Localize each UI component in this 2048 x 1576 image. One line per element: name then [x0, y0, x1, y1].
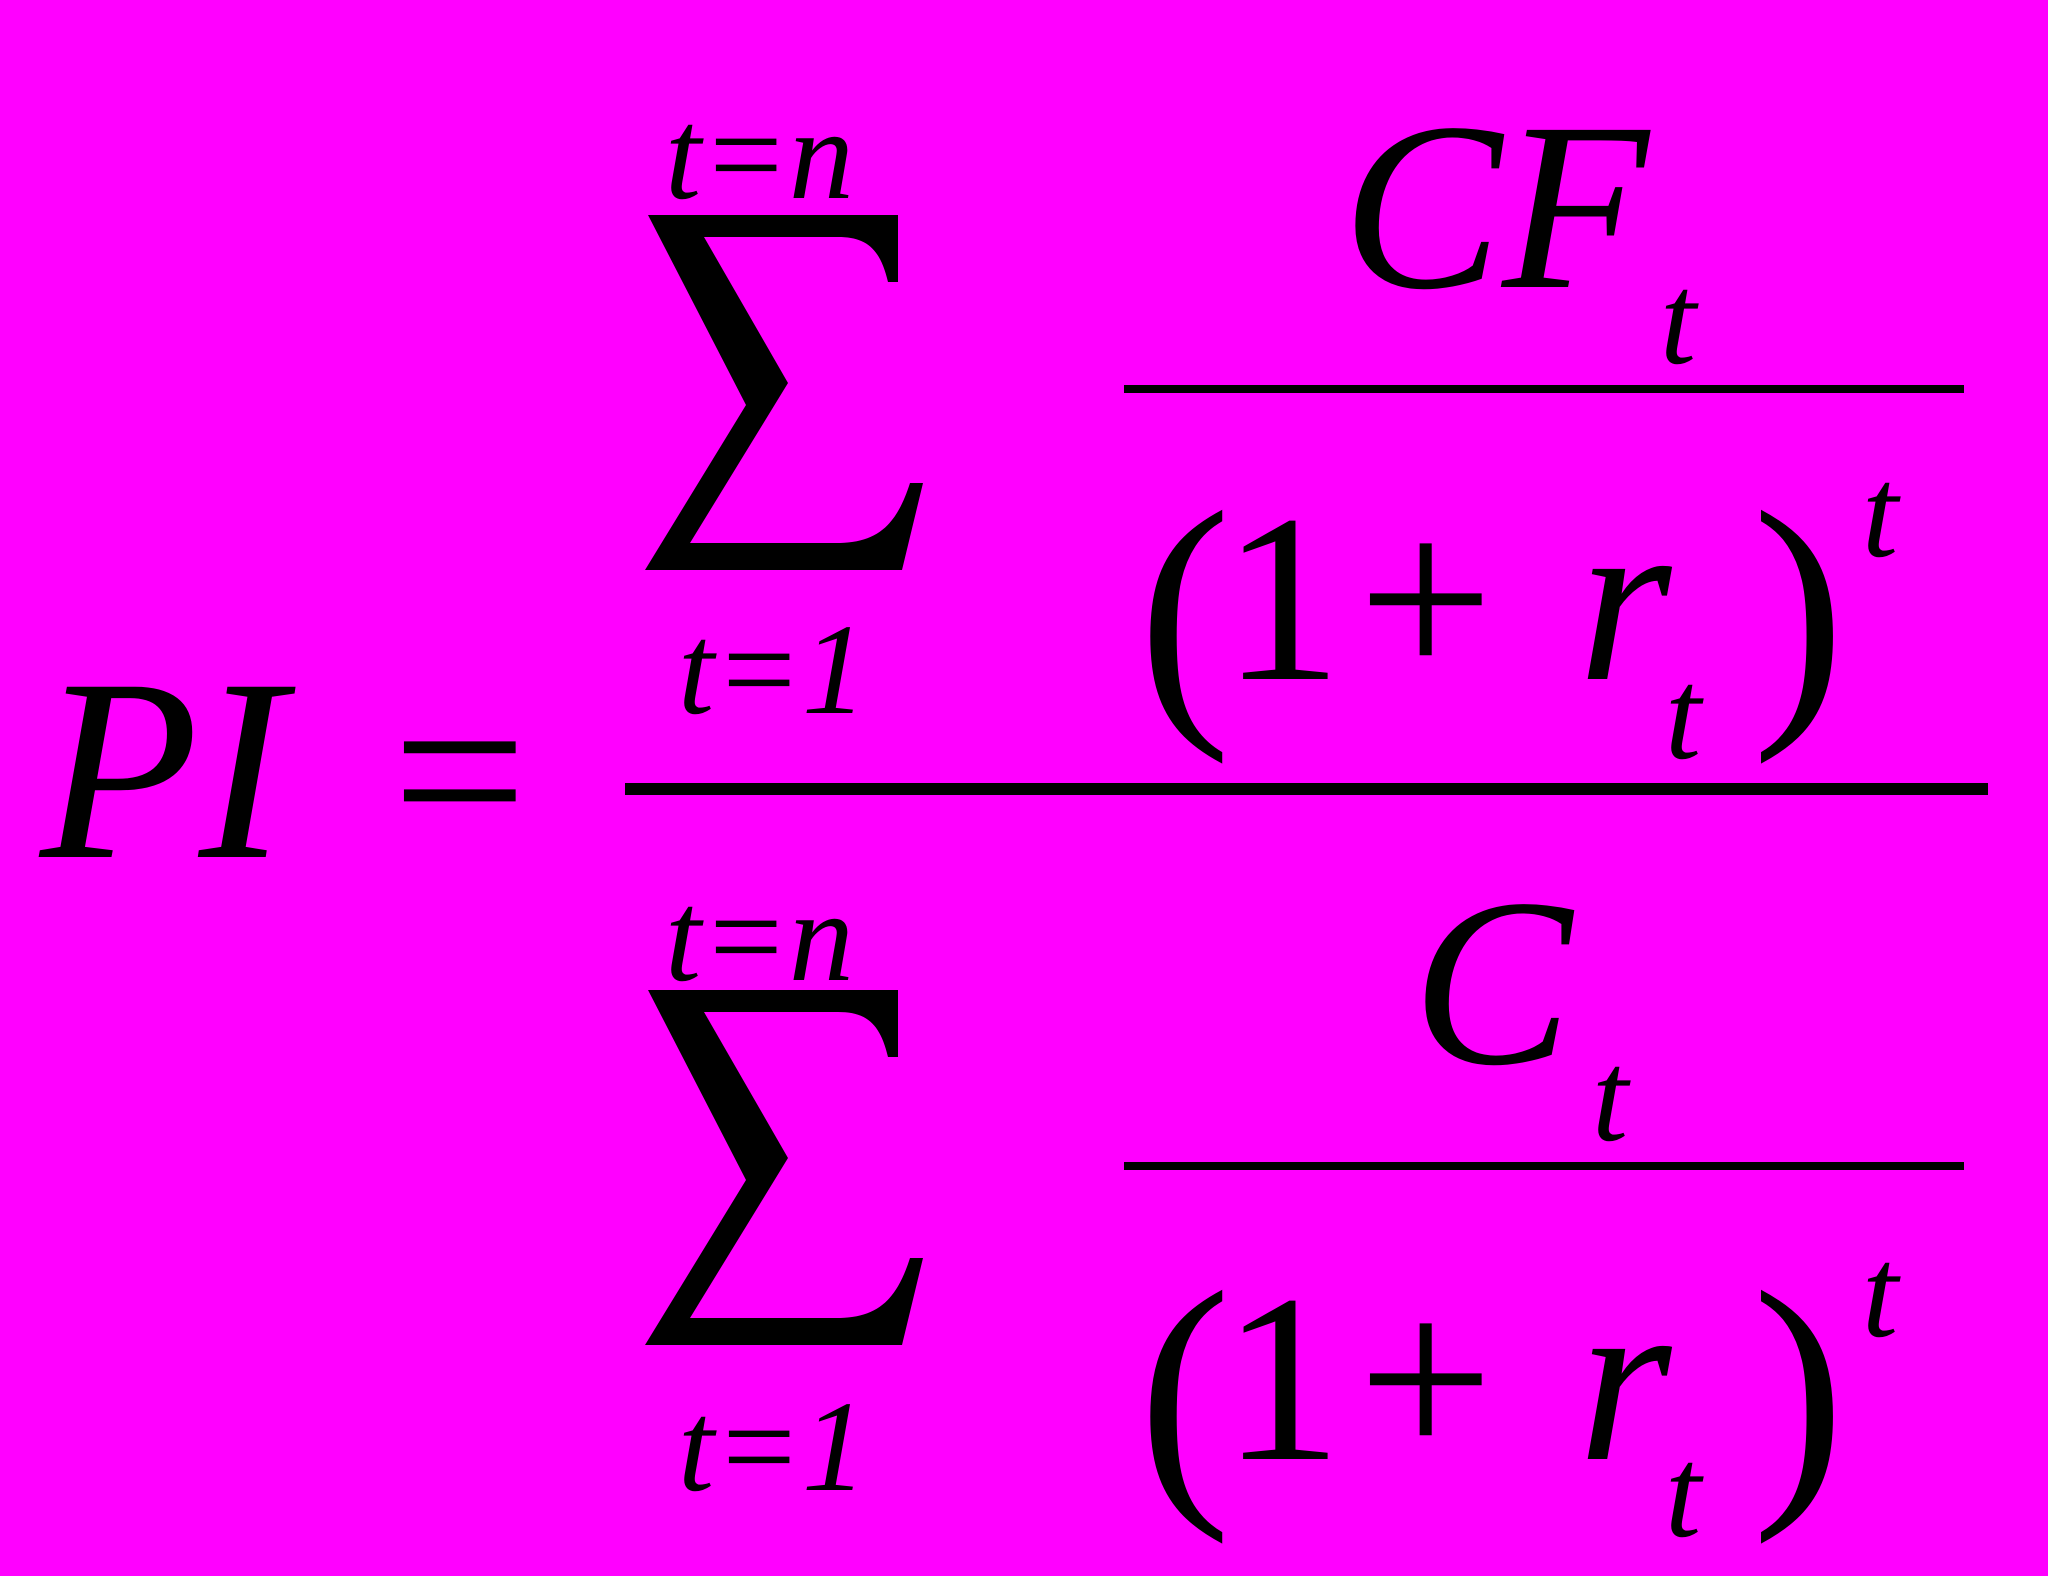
denominator-sum-upper-limit: t=n [665, 865, 854, 1009]
denominator-rate-var: r [1578, 1245, 1672, 1511]
numerator-rate-var: r [1578, 465, 1672, 731]
denominator-close-paren: ) [1752, 1234, 1846, 1545]
numerator-sigma-icon [645, 215, 923, 570]
main-fraction-bar [625, 783, 1988, 795]
denominator-plus: + [1358, 1245, 1494, 1511]
denominator-sum-lower-limit: t=1 [678, 1375, 867, 1519]
denominator-inner-fraction-bar [1124, 1162, 1964, 1170]
denominator-open-paren: ( [1138, 1234, 1232, 1545]
denominator-term-base: C [1412, 849, 1573, 1115]
denominator-rate-subscript: t [1665, 1421, 1702, 1565]
numerator-sum-lower-limit: t=1 [678, 598, 867, 742]
denominator-one: 1 [1222, 1245, 1342, 1511]
numerator-term-subscript: t [1660, 248, 1697, 392]
numerator-inner-fraction-bar [1124, 385, 1964, 393]
numerator-exponent: t [1862, 441, 1899, 585]
numerator-close-paren: ) [1752, 454, 1846, 765]
numerator-plus: + [1358, 465, 1494, 731]
denominator-exponent: t [1862, 1221, 1899, 1365]
denominator-sigma-icon [645, 990, 923, 1345]
numerator-open-paren: ( [1138, 454, 1232, 765]
lhs-symbol: PI [40, 626, 286, 914]
equals-sign: = [392, 637, 528, 903]
numerator-one: 1 [1222, 465, 1342, 731]
numerator-sum-upper-limit: t=n [665, 83, 854, 227]
numerator-term-base: CF [1342, 73, 1649, 339]
numerator-rate-subscript: t [1665, 643, 1702, 787]
denominator-term-subscript: t [1592, 1025, 1629, 1169]
